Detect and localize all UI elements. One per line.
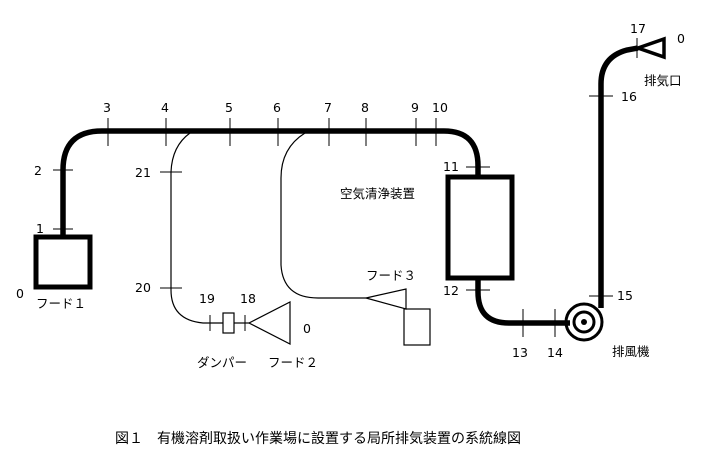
node-8: 8: [361, 100, 369, 115]
label-hood-3: フード３: [366, 268, 416, 283]
node-2: 2: [34, 163, 42, 178]
duct-fan-to-outlet: [598, 45, 639, 308]
node-13: 13: [512, 345, 528, 360]
node-12: 12: [443, 283, 459, 298]
main-duct: [60, 128, 481, 237]
node-10: 10: [432, 100, 448, 115]
node-7: 7: [324, 100, 332, 115]
node-3: 3: [103, 100, 111, 115]
figure-caption: 図１ 有機溶剤取扱い作業場に設置する局所排気装置の系統線図: [115, 431, 521, 447]
node-15: 15: [617, 288, 633, 303]
node-1: 1: [36, 221, 44, 236]
label-exhaust-outlet: 排気口: [644, 73, 682, 88]
air-cleaner-box: [445, 174, 515, 281]
label-damper: ダンパー: [197, 355, 247, 370]
label-hood-2: フード２: [268, 355, 318, 370]
exhaust-fan-symbol: [564, 302, 604, 342]
node-0-hood2: 0: [303, 321, 311, 336]
hood-2: [247, 301, 291, 345]
node-0-exhaust: 0: [677, 31, 685, 46]
hood-1: [33, 234, 93, 290]
node-11: 11: [443, 159, 459, 174]
hood-3-cone: [365, 288, 407, 310]
node-17: 17: [630, 21, 646, 36]
node-14: 14: [547, 345, 563, 360]
node-6: 6: [273, 100, 281, 115]
node-0-hood1: 0: [16, 286, 24, 301]
node-16: 16: [621, 89, 637, 104]
damper-symbol: [222, 312, 235, 334]
node-9: 9: [411, 100, 419, 115]
hood-3-box: [403, 308, 431, 346]
node-4: 4: [161, 100, 169, 115]
branch-duct-hood3: [280, 132, 366, 299]
node-18: 18: [240, 291, 256, 306]
node-21: 21: [135, 165, 151, 180]
node-ticks: [53, 38, 638, 337]
label-fan: 排風機: [612, 344, 650, 359]
label-hood-1: フード１: [36, 296, 86, 311]
node-5: 5: [225, 100, 233, 115]
label-air-cleaner: 空気清浄装置: [340, 186, 415, 201]
node-19: 19: [199, 291, 215, 306]
branch-duct-hood2: [170, 132, 223, 324]
duct-cleaner-to-fan: [475, 278, 570, 326]
node-20: 20: [135, 280, 151, 295]
exhaust-outlet-cone: [632, 36, 666, 60]
